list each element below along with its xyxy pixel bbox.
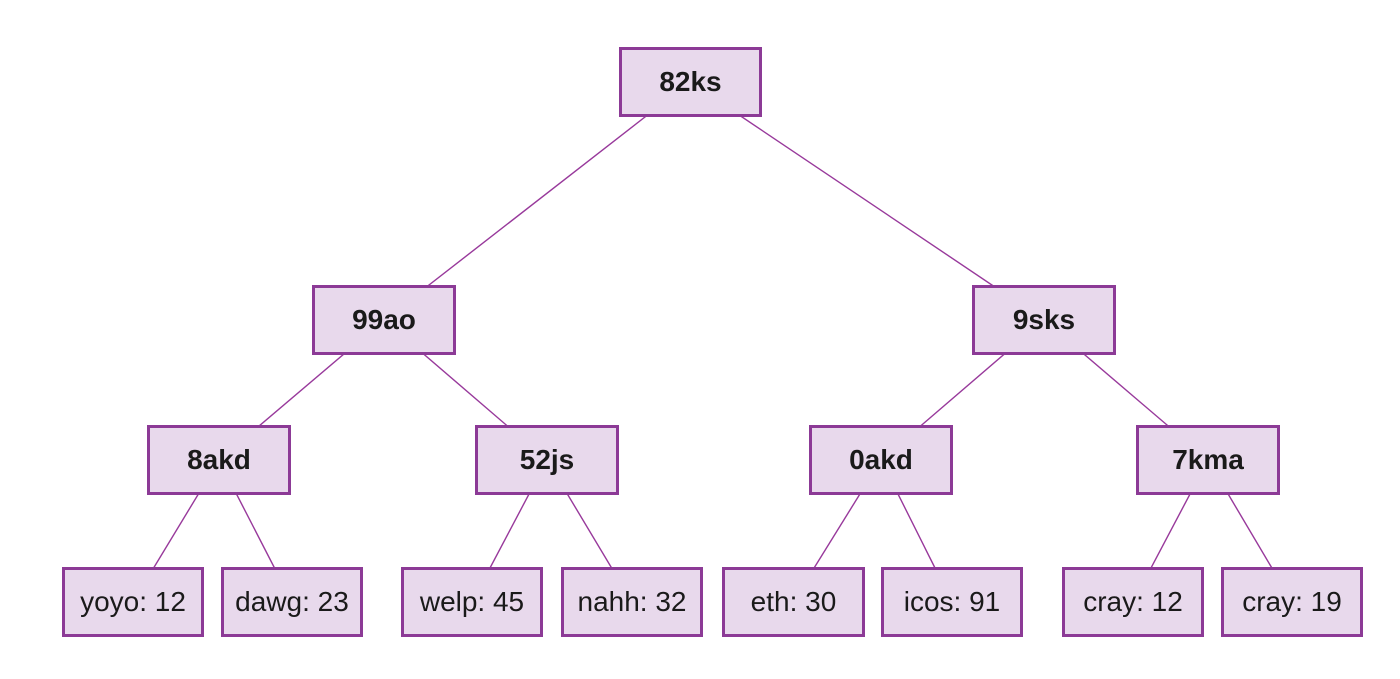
node-0akd: 0akd — [809, 425, 953, 495]
node-nahh-32: nahh: 32 — [561, 567, 703, 637]
node-welp-45: welp: 45 — [401, 567, 543, 637]
node-52js: 52js — [475, 425, 619, 495]
node-icos-91: icos: 91 — [881, 567, 1023, 637]
node-7kma: 7kma — [1136, 425, 1280, 495]
node-cray-12: cray: 12 — [1062, 567, 1204, 637]
edge-82ks-9sks — [689, 81, 1045, 321]
node-82ks: 82ks — [619, 47, 762, 117]
node-eth-30: eth: 30 — [722, 567, 865, 637]
node-yoyo-12: yoyo: 12 — [62, 567, 204, 637]
node-9sks: 9sks — [972, 285, 1116, 355]
node-cray-19: cray: 19 — [1221, 567, 1363, 637]
node-8akd: 8akd — [147, 425, 291, 495]
edge-82ks-99ao — [383, 81, 691, 321]
node-dawg-23: dawg: 23 — [221, 567, 363, 637]
node-99ao: 99ao — [312, 285, 456, 355]
